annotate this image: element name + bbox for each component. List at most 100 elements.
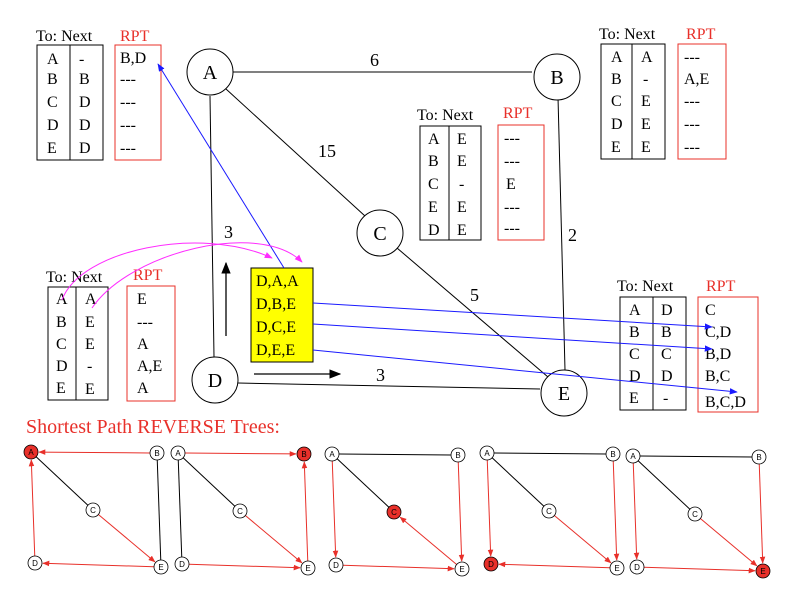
node-a-label: A [203, 62, 218, 84]
tree-arc [486, 459, 494, 557]
table-a-rpt-cell: --- [120, 71, 136, 88]
node-b: B [533, 53, 581, 101]
update-message-box: D,A,A D,B,E D,C,E D,E,E [250, 267, 314, 363]
edge-weight-b-e: 2 [568, 225, 577, 245]
table-a-rpt-cell: --- [120, 94, 136, 111]
tree-node-label: D [634, 563, 640, 572]
table-b-to-cell: C [611, 93, 622, 110]
table-a-header-rpt: RPT [120, 28, 150, 45]
tree-node [629, 559, 645, 575]
table-d-header-to-next: To: Next [46, 269, 103, 286]
blue-arrow-to-table-e-row2 [312, 302, 713, 330]
table-c-to-cell: B [428, 153, 439, 170]
magenta-arrow-e [91, 242, 303, 309]
table-a-header-to-next: To: Next [36, 28, 93, 45]
table-a-rpt-cell: --- [120, 117, 136, 134]
table-c-rpt-cell: --- [504, 199, 520, 216]
routing-table-a: To: Next RPT A B C D E - B D D D B,D ---… [36, 28, 162, 161]
node-b-label: B [550, 67, 563, 89]
table-d-next-cell: E [85, 336, 95, 353]
tree-node-label: A [484, 449, 490, 458]
edge-b-e [557, 96, 566, 371]
table-b-rpt-cell: --- [684, 49, 700, 66]
table-a-next-cell: D [79, 140, 91, 157]
tree-arc [38, 449, 151, 455]
tree-node-label: C [546, 507, 552, 516]
tree-node [27, 555, 43, 571]
edge-weight-a-d: 3 [224, 222, 233, 242]
tree-node [149, 445, 165, 461]
tree-node-label: B [154, 449, 159, 458]
tree-node-label: C [90, 506, 96, 515]
tree-node-label: D [32, 559, 38, 568]
edge-a-d [209, 95, 215, 358]
table-e-next-cell: - [663, 390, 668, 407]
tree-node [170, 445, 186, 461]
tree-node [609, 560, 625, 576]
table-b-next-cell: E [641, 116, 651, 133]
table-a-to-cell: D [47, 117, 59, 134]
tree-arc [399, 516, 457, 565]
table-c-to-cell: D [428, 222, 440, 239]
update-arrows [61, 63, 738, 395]
reverse-trees-title: Shortest Path REVERSE Trees: [26, 416, 280, 438]
tree-arc [643, 566, 756, 574]
table-e-to-cell: D [629, 368, 641, 385]
table-d-to-cell: E [56, 380, 66, 397]
tree-node-label: D [333, 561, 339, 570]
node-c-label: C [373, 223, 386, 245]
tree-node [174, 556, 190, 572]
tree-arc [498, 561, 611, 569]
tree-node-label: D [179, 560, 185, 569]
tree-node [541, 503, 557, 519]
tree-edge [491, 457, 545, 507]
tree-edge [35, 456, 89, 506]
table-d-to-cell: D [56, 358, 68, 375]
edge-weight-c-e: 5 [470, 285, 479, 305]
table-c-next-cell: - [459, 176, 464, 193]
tree-edge [336, 458, 390, 508]
table-e-header-rpt: RPT [706, 278, 736, 295]
table-d-next-cell: A [85, 291, 97, 308]
update-line: D,E,E [256, 342, 295, 359]
table-c-rpt-cell: --- [504, 220, 520, 237]
tree-node [23, 444, 39, 460]
node-e-label: E [558, 383, 570, 405]
table-e-to-cell: E [629, 390, 639, 407]
tree-node-label: A [175, 449, 181, 458]
tree-arc [632, 462, 640, 560]
table-d-next-cell: E [85, 314, 95, 331]
tree-node [454, 561, 470, 577]
table-e-next-cell: D [661, 368, 673, 385]
node-a: A [186, 48, 234, 96]
node-c: C [356, 209, 404, 257]
table-c-rpt-cell: --- [504, 130, 520, 147]
tree-node [751, 449, 767, 465]
tree-node [687, 506, 703, 522]
tree-node-label: C [391, 508, 397, 517]
blue-arrow-to-table-e-row3 [312, 323, 713, 352]
tree-node [232, 503, 248, 519]
table-e-next-cell: D [661, 302, 673, 319]
blue-arrow-to-table-e-row5 [312, 349, 738, 395]
table-e-next-cell: B [661, 324, 672, 341]
tree-node-label: D [488, 560, 494, 569]
node-d: D [191, 356, 239, 404]
table-d-rpt-cell: A,E [137, 358, 162, 375]
tree-arc [331, 460, 339, 558]
update-line: D,A,A [256, 273, 299, 290]
tree-edge [493, 452, 607, 455]
table-d-next-cell: - [87, 358, 92, 375]
routing-table-e: To: Next RPT A B C D E D B C D - C C,D B… [617, 278, 759, 413]
tree-arc [28, 459, 36, 557]
table-c-rpt-cell: E [506, 176, 516, 193]
table-a-to-cell: B [47, 71, 58, 88]
table-b-to-cell: E [611, 139, 621, 156]
tree-edge [156, 459, 162, 561]
update-line: D,C,E [256, 319, 296, 336]
